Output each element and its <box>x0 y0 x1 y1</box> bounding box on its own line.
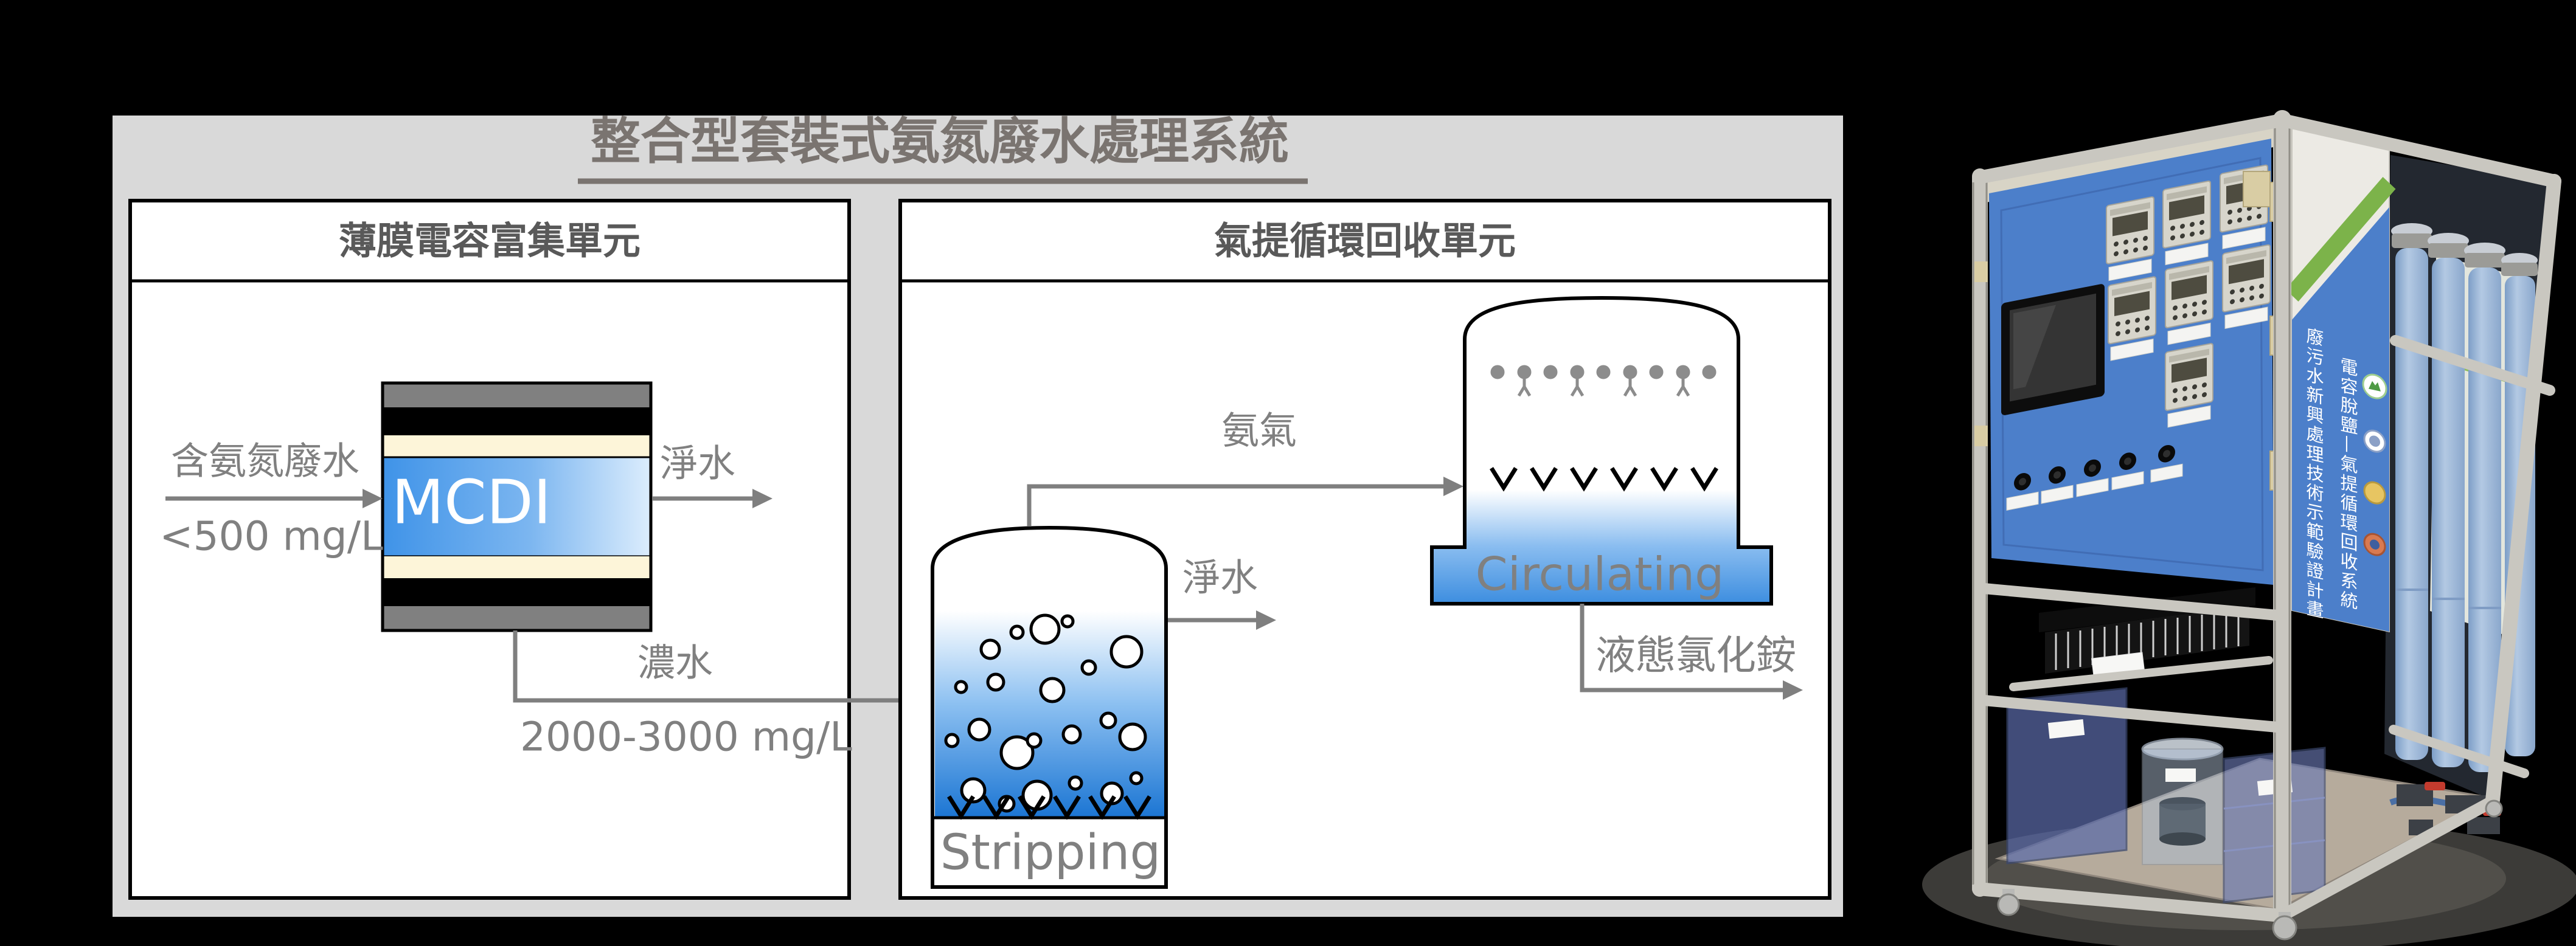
ammonia-gas-line <box>1027 484 1445 527</box>
mcdi-unit-header: 薄膜電容富集單元 <box>339 219 641 263</box>
panel-knobs <box>2006 444 2183 511</box>
mcdi-flow-channel <box>381 456 652 558</box>
product-arrow-line <box>1580 604 1785 692</box>
influent-arrowhead-icon <box>363 489 383 508</box>
ammonia-gas-label: 氨氣 <box>1221 409 1297 453</box>
mcdi-treated-water-flow: 淨水 <box>652 441 772 508</box>
stripping-treated-water-arrowhead-icon <box>1256 610 1276 630</box>
diagram-title: 整合型套裝式氨氮廢水處理系統 <box>591 113 1289 171</box>
mcdi-current-collector-top <box>383 383 651 407</box>
aluminum-frame <box>1972 110 2561 926</box>
product-flow: 液態氯化銨 <box>1580 604 1803 700</box>
circulating-tank-liquid <box>1434 490 1769 602</box>
product-arrowhead-icon <box>1783 680 1803 700</box>
stripping-treated-water-label: 淨水 <box>1182 556 1258 600</box>
panel-clip <box>1974 261 1988 282</box>
mcdi-treated-water-arrowhead-icon <box>752 489 772 508</box>
acrylic-tank-left <box>2006 687 2128 865</box>
mcdi-electrode-bottom <box>383 578 651 606</box>
side-banner-program-text: 廢污水新興處理技術示範驗證計畫 <box>2303 325 2324 621</box>
mcdi-stack: MCDI <box>381 381 653 632</box>
stripping-treated-water-flow: 淨水 <box>1168 556 1276 630</box>
control-door-contents <box>2001 164 2271 511</box>
mcdi-device-label: MCDI <box>392 467 552 538</box>
machine-feet <box>1997 799 2503 941</box>
product-label: 液態氯化銨 <box>1595 632 1796 679</box>
mcdi-membrane-bottom <box>383 556 651 578</box>
side-banner-system-text: 電容脫鹽—氣提循環回收系統 <box>2338 355 2358 612</box>
tank-label-tag <box>2165 768 2196 782</box>
concentrate-label: 濃水 <box>637 641 713 685</box>
influent-concentration: <500 mg/L <box>159 513 383 560</box>
badge-yellow-icon <box>2363 481 2386 505</box>
stripping-sparger-marks <box>947 795 1151 820</box>
hmi-touchscreen <box>2001 284 2105 415</box>
diagram-panel: 整合型套裝式氨氮廢水處理系統 薄膜電容富集單元 MCDI 含氨氮廢水 <box>113 113 1843 917</box>
concentrate-concentration: 2000-3000 mg/L <box>520 714 852 761</box>
side-banner-badges <box>2362 373 2387 556</box>
ammonia-gas-flow: 氨氣 <box>1027 409 1463 527</box>
circulating-tank-label: Circulating <box>1476 547 1724 601</box>
membrane-columns <box>2391 223 2538 772</box>
stripping-tank-outline <box>931 525 1168 889</box>
control-door-inner-line <box>2000 157 2264 571</box>
stripping-tank-label: Stripping <box>940 824 1161 881</box>
concentrate-arrow-line <box>513 630 912 703</box>
circulating-spray-droplets <box>1490 365 1717 397</box>
side-banner-panel: 廢污水新興處理技術示範驗證計畫 電容脫鹽—氣提循環回收系統 <box>2285 124 2396 633</box>
circulating-absorption-marks <box>1490 467 1718 492</box>
stripping-unit-header: 氣提循環回收單元 <box>1214 219 1516 263</box>
stripping-tank: Stripping <box>931 525 1168 889</box>
circulating-tank-outline <box>1430 295 1773 606</box>
acrylic-tanks <box>2006 687 2326 903</box>
mcdi-unit-box: 薄膜電容富集單元 MCDI 含氨氮廢水 <500 mg/L <box>128 199 931 900</box>
badge-mountain-glyph-icon <box>2369 381 2381 392</box>
mcdi-treated-water-label: 淨水 <box>660 441 735 486</box>
stripping-unit-box: 氣提循環回收單元 <box>898 199 1831 900</box>
tank-label-tag <box>2047 719 2085 739</box>
panel-clip <box>1974 426 1988 446</box>
influent-label: 含氨氮廢水 <box>171 439 359 483</box>
mcdi-membrane-top <box>383 435 651 457</box>
concentrate-flow: 濃水 2000-3000 mg/L <box>513 630 931 761</box>
equipment-photo: 廢污水新興處理技術示範驗證計畫 電容脫鹽—氣提循環回收系統 <box>1922 110 2576 946</box>
mcdi-stack-module <box>2039 587 2255 677</box>
ammonia-gas-arrowhead-icon <box>1443 477 1463 496</box>
side-banner-green-stripe <box>2285 176 2396 302</box>
influent-flow: 含氨氮廢水 <500 mg/L <box>159 439 383 560</box>
valve-handle-icon <box>2425 782 2445 790</box>
circulating-tank: Circulating <box>1430 295 1773 606</box>
mcdi-electrode-top <box>383 407 651 435</box>
controller-modules <box>2106 164 2271 428</box>
side-banner-blue-area <box>2292 207 2389 632</box>
mcdi-current-collector-bottom <box>383 606 651 630</box>
